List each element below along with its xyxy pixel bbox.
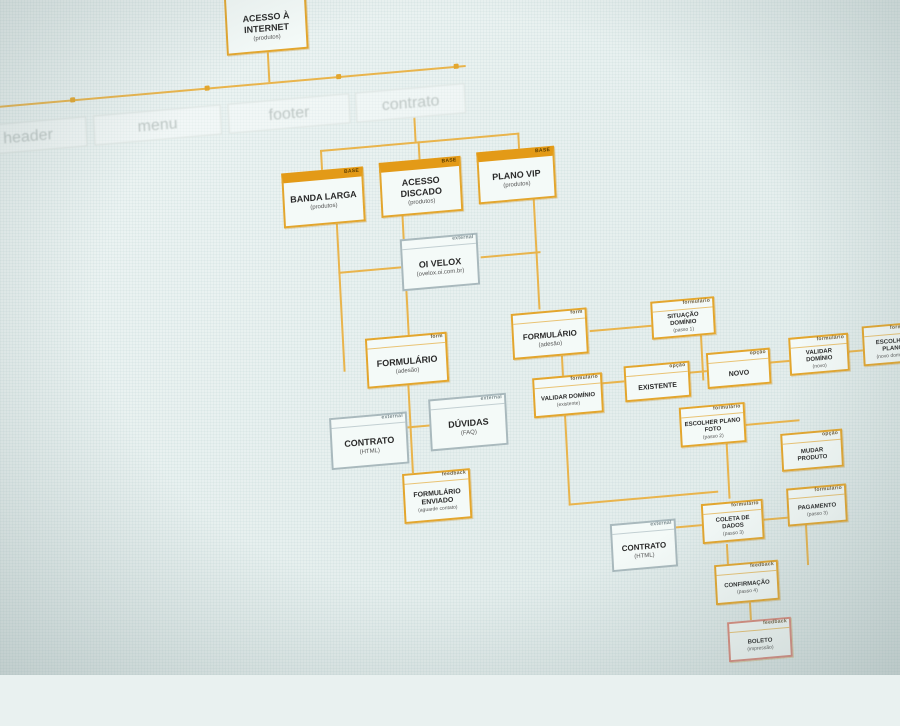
node-formulario-2[interactable]: form FORMULÁRIO (adesão)	[510, 307, 589, 360]
connector	[744, 419, 800, 427]
node-escolher-plano[interactable]: formulário ESCOLHER PLANO (novo domínio)	[861, 321, 900, 367]
connector	[725, 438, 731, 499]
node-formulario-enviado[interactable]: feedback FORMULÁRIO ENVIADO (aguarde con…	[402, 468, 473, 525]
node-tag: form	[570, 308, 583, 316]
nav-contrato: contrato	[355, 83, 467, 123]
connector	[480, 251, 541, 259]
connector	[769, 359, 792, 364]
connector	[335, 221, 346, 372]
sitemap-diagram: header menu footer contrato ACESSO À INT…	[0, 0, 900, 663]
node-tag: BASE	[343, 167, 360, 175]
connector	[338, 265, 409, 274]
nav-footer: footer	[227, 93, 351, 134]
node-escolher-plano-foto[interactable]: formulário ESCOLHER PLANO FOTO (passo 2)	[678, 401, 747, 448]
connector	[674, 523, 705, 529]
node-oi-velox[interactable]: external OI VELOX (ovelox.oi.com.br)	[399, 232, 481, 292]
connector	[266, 52, 271, 83]
connector-dot	[70, 97, 76, 103]
node-pagamento[interactable]: formulário PAGAMENTO (passo 3)	[786, 483, 848, 527]
node-acesso-internet[interactable]: ACESSO À INTERNET (produtos)	[223, 0, 309, 56]
node-validar-dominio-1[interactable]: formulário VALIDAR DOMÍNIO (existente)	[532, 372, 604, 419]
node-boleto[interactable]: feedback BOLETO (impressão)	[727, 616, 793, 663]
node-title: MUDAR PRODUTO	[797, 447, 828, 463]
node-mudar-produto[interactable]: opção MUDAR PRODUTO	[780, 428, 844, 472]
node-acesso-discado[interactable]: BASE ACESSO DISCADO (produtos)	[378, 155, 464, 218]
connector	[413, 117, 417, 142]
connector	[725, 543, 730, 567]
nav-header: header	[0, 116, 88, 157]
node-plano-vip[interactable]: BASE PLANO VIP (produtos)	[476, 145, 557, 205]
node-banda-larga[interactable]: BASE BANDA LARGA (produtos)	[281, 166, 366, 229]
node-contrato-2[interactable]: external CONTRATO (HTML)	[609, 518, 679, 573]
node-tag: BASE	[534, 146, 551, 155]
node-contrato-1[interactable]: external CONTRATO (HTML)	[329, 411, 410, 471]
node-title: EXISTENTE	[638, 381, 678, 392]
node-novo[interactable]: opção NOVO	[705, 347, 772, 390]
connector	[589, 324, 655, 333]
connector	[319, 149, 324, 170]
sitemap-canvas: header menu footer contrato ACESSO À INT…	[0, 0, 900, 675]
node-situacao-dominio[interactable]: formulário SITUAÇÃO DOMÍNIO (passo 1)	[650, 296, 716, 340]
connector-dot	[336, 73, 342, 80]
connector-dot	[204, 85, 210, 91]
nav-menu: menu	[93, 104, 223, 146]
node-tag: BASE	[441, 157, 457, 165]
node-title: NOVO	[728, 368, 750, 378]
node-duvidas[interactable]: external DÚVIDAS (FAQ)	[428, 392, 509, 452]
node-coleta-dados[interactable]: formulário COLETA DE DADOS (passo 3)	[700, 498, 765, 545]
connector	[699, 330, 705, 381]
node-existente[interactable]: opção EXISTENTE	[623, 360, 692, 403]
node-tag: form	[430, 332, 443, 341]
connector-dot	[453, 63, 459, 70]
node-formulario-1[interactable]: form FORMULÁRIO (adesão)	[364, 331, 450, 389]
node-validar-dominio-2[interactable]: formulário VALIDAR DOMÍNIO (novo)	[788, 332, 850, 376]
node-confirmacao[interactable]: feedback CONFIRMAÇÃO (passo 4)	[714, 559, 780, 606]
node-tag: formulário	[889, 322, 900, 331]
connector	[568, 490, 719, 506]
